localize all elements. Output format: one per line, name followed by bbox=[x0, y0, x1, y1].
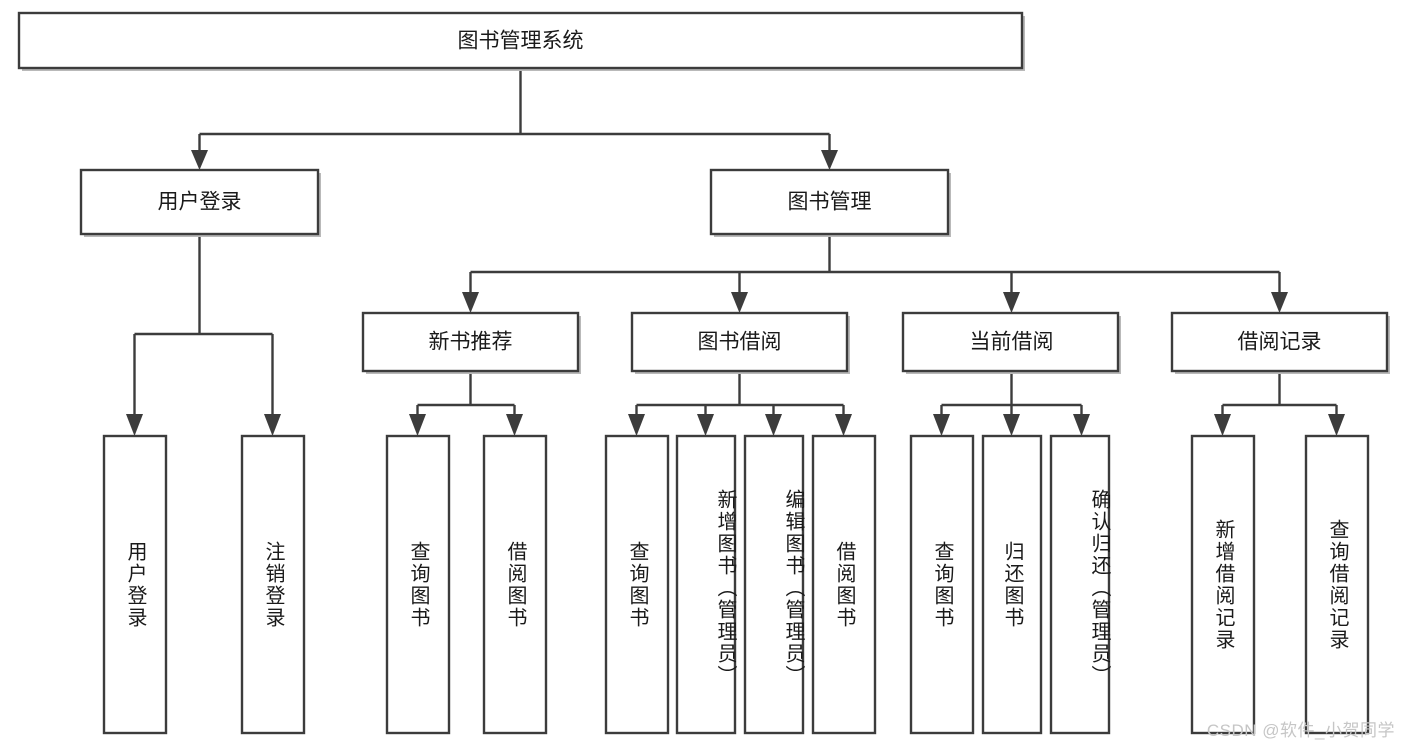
leaf-node-bb-edit-book[interactable] bbox=[743, 434, 805, 735]
borrow-record-node-label: 借阅记录 bbox=[1238, 331, 1322, 354]
arrow-head-current-borrow bbox=[1003, 292, 1020, 313]
arrow-head-br-leaf-1 bbox=[1214, 414, 1231, 436]
user-login-node-label: 用户登录 bbox=[158, 191, 242, 214]
leaf-node-user-login[interactable] bbox=[102, 434, 168, 735]
arrow-head-br-leaf-2 bbox=[1328, 414, 1345, 436]
book-mgmt-node-box[interactable] bbox=[709, 168, 950, 236]
current-borrow-node-label: 当前借阅 bbox=[970, 331, 1054, 354]
arrow-head-borrow-record bbox=[1271, 292, 1288, 313]
connector-group bbox=[126, 68, 1345, 436]
leaf-node-bb-add-book[interactable] bbox=[675, 434, 737, 735]
leaf-node-bb-borrow-book[interactable] bbox=[811, 434, 877, 735]
leaf-node-br-query-record[interactable] bbox=[1304, 434, 1370, 735]
arrow-head-book-borrow bbox=[731, 292, 748, 313]
new-book-node-box[interactable] bbox=[361, 311, 580, 373]
leaf-node-cb-confirm-return[interactable] bbox=[1049, 434, 1111, 735]
root-node-box[interactable] bbox=[17, 11, 1024, 70]
borrow-record-node-box[interactable] bbox=[1170, 311, 1389, 373]
leaf-node-nb-borrow-book[interactable] bbox=[482, 434, 548, 735]
node-group: 图书管理系统 用户登录 图书管理 新书推荐 图书借阅 当前借阅 借阅记录 bbox=[17, 11, 1390, 735]
arrow-head-bb-leaf-2 bbox=[697, 414, 714, 436]
leaf-node-logout[interactable] bbox=[240, 434, 306, 735]
arrow-head-bb-leaf-3 bbox=[765, 414, 782, 436]
arrow-head-book-mgmt bbox=[821, 150, 838, 170]
book-borrow-node-label: 图书借阅 bbox=[698, 331, 782, 354]
arrow-head-cb-leaf-1 bbox=[933, 414, 950, 436]
arrow-head-nb-leaf-1 bbox=[409, 414, 426, 436]
arrow-head-leaf-user-login bbox=[126, 414, 143, 436]
leaf-node-br-add-record[interactable] bbox=[1190, 434, 1256, 735]
arrow-head-user-login bbox=[191, 150, 208, 170]
arrow-head-nb-leaf-2 bbox=[506, 414, 523, 436]
leaf-node-bb-query-book[interactable] bbox=[604, 434, 670, 735]
leaf-node-nb-query-book[interactable] bbox=[385, 434, 451, 735]
root-node-label: 图书管理系统 bbox=[458, 30, 584, 53]
arrow-head-leaf-logout bbox=[264, 414, 281, 436]
new-book-node-label: 新书推荐 bbox=[429, 331, 513, 354]
current-borrow-node-box[interactable] bbox=[901, 311, 1120, 373]
user-login-node-box[interactable] bbox=[79, 168, 320, 236]
csdn-watermark: CSDN @软件_小贺同学 bbox=[1206, 721, 1395, 740]
book-borrow-node-box[interactable] bbox=[630, 311, 849, 373]
arrow-head-cb-leaf-3 bbox=[1073, 414, 1090, 436]
book-mgmt-node-label: 图书管理 bbox=[788, 191, 872, 214]
leaf-node-cb-return-book[interactable] bbox=[981, 434, 1043, 735]
leaf-node-cb-query-book[interactable] bbox=[909, 434, 975, 735]
arrow-head-cb-leaf-2 bbox=[1003, 414, 1020, 436]
arrow-head-bb-leaf-1 bbox=[628, 414, 645, 436]
arrow-head-new-book bbox=[462, 292, 479, 313]
arrow-head-bb-leaf-4 bbox=[835, 414, 852, 436]
